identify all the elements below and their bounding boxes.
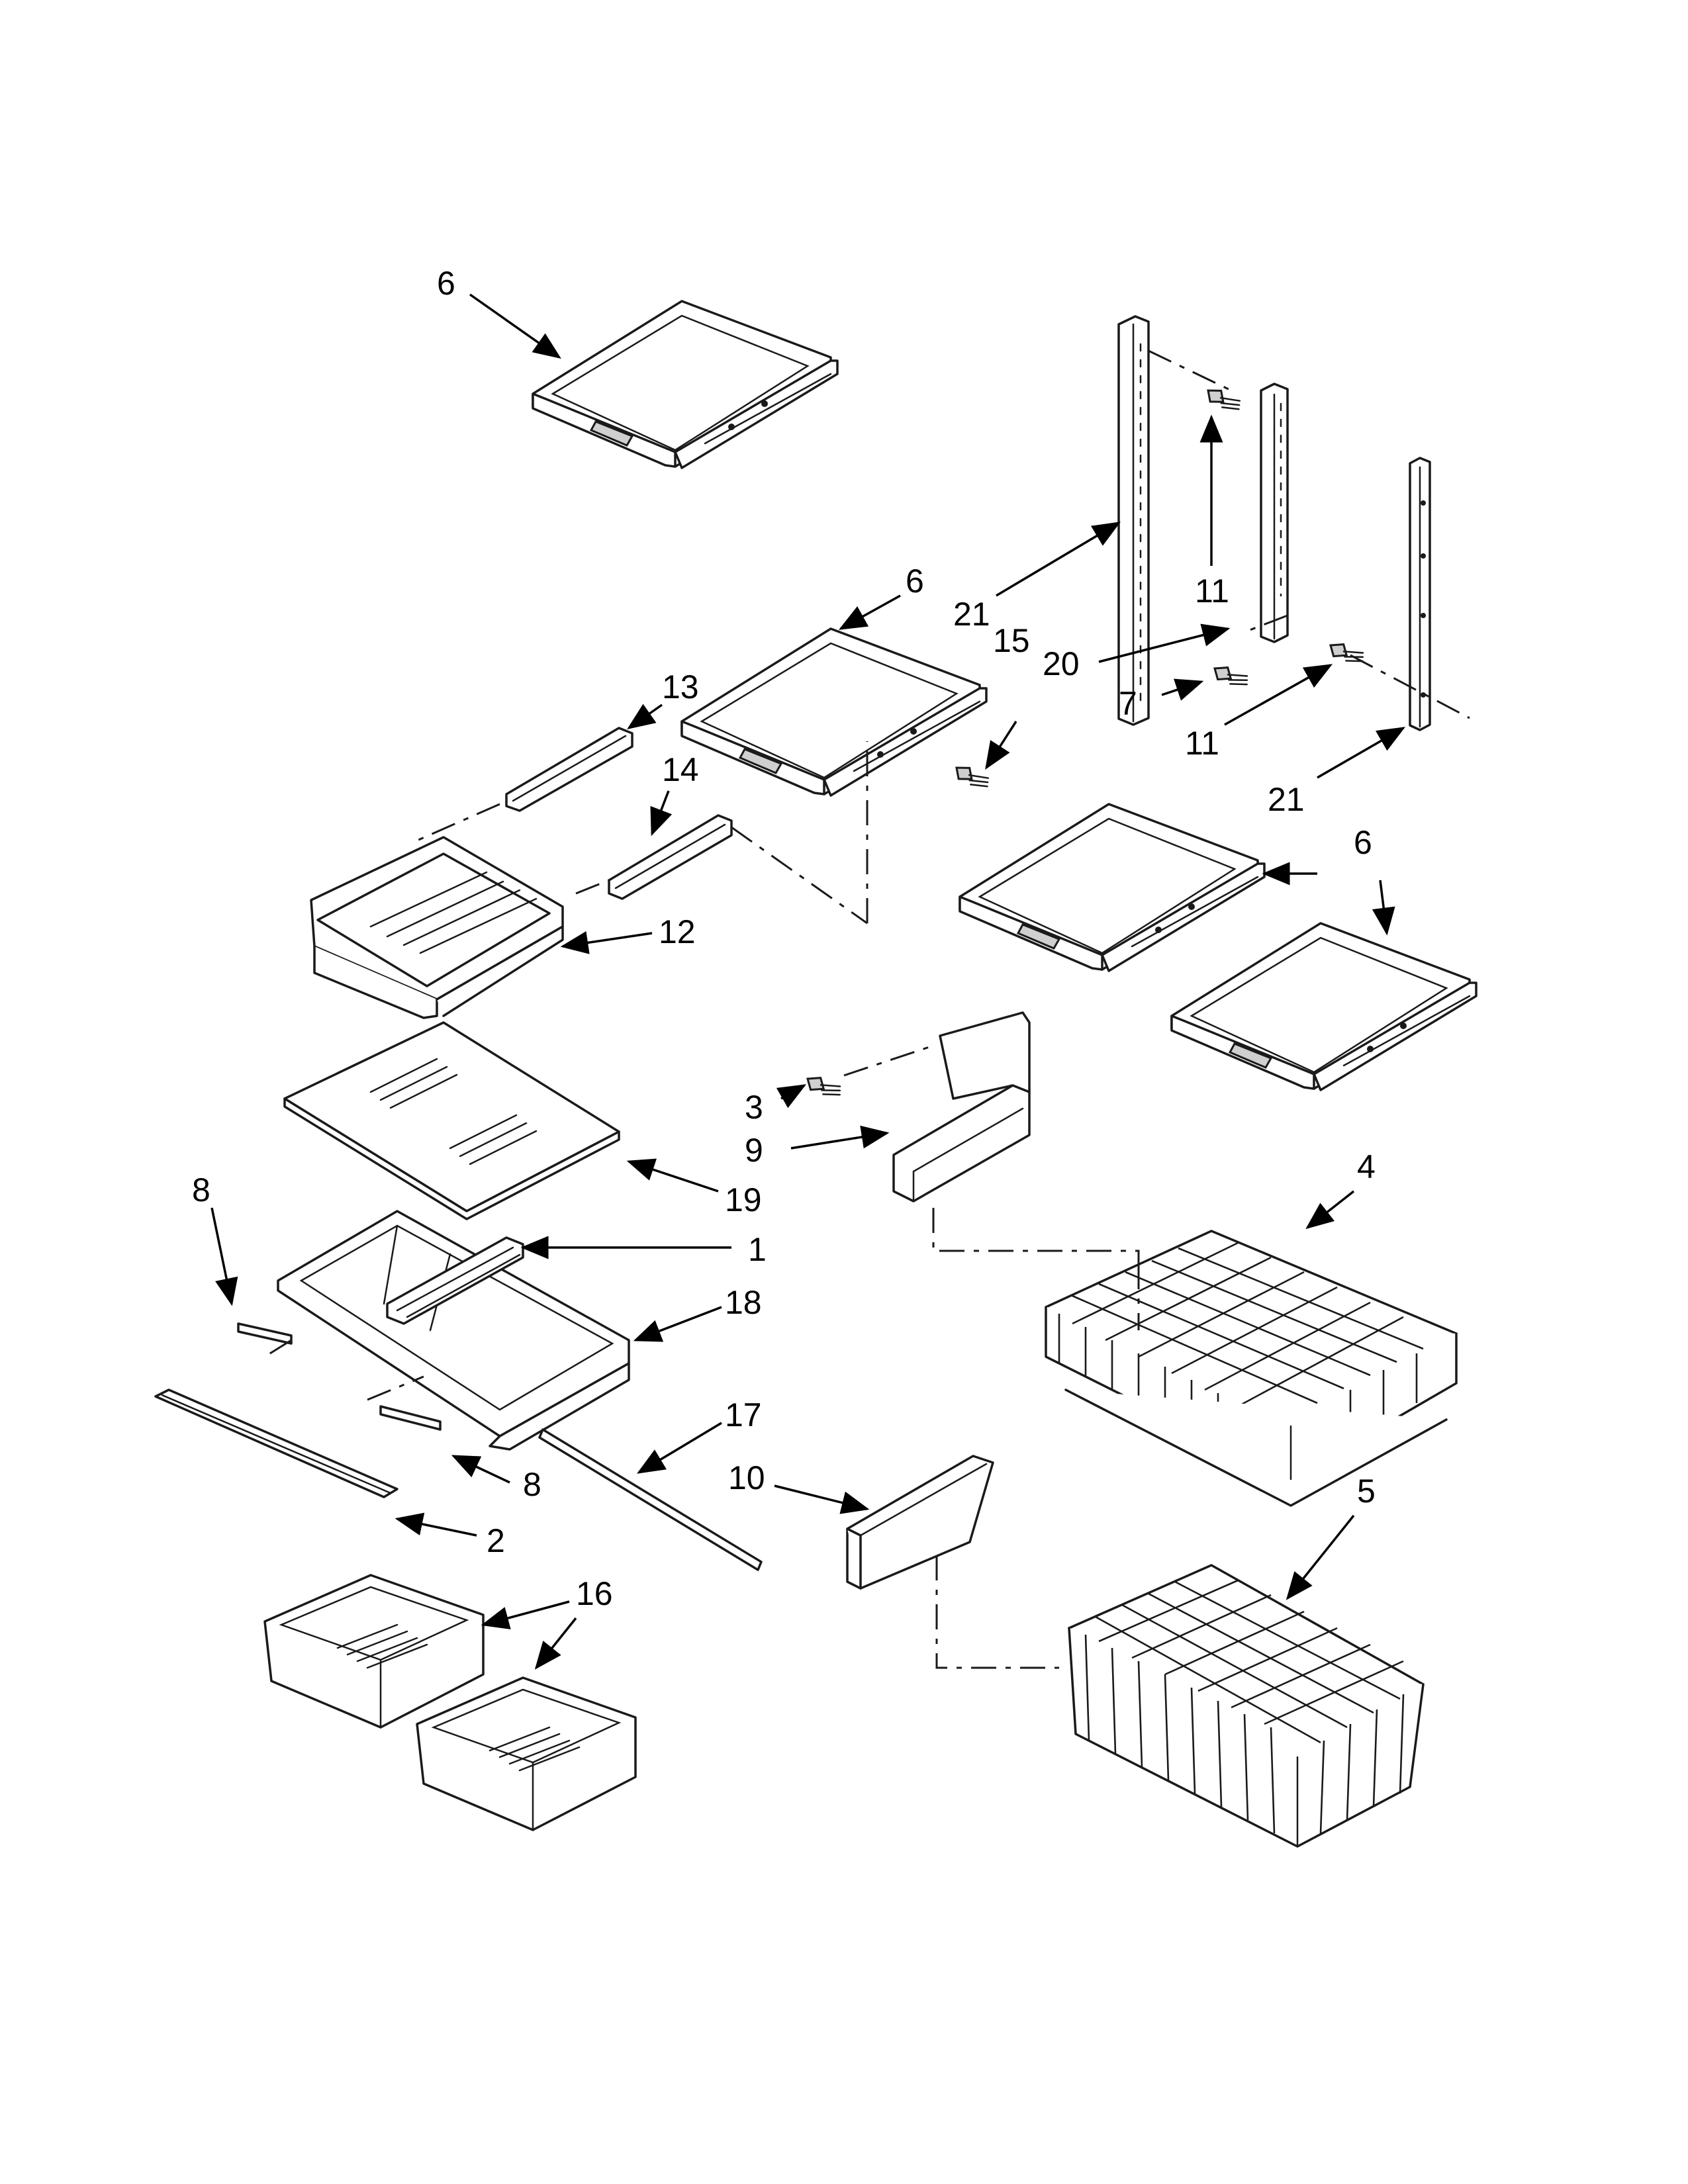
screw-part-15	[951, 762, 992, 793]
callout-10: 10	[728, 1459, 765, 1496]
frame-part-18	[277, 1210, 630, 1451]
callout-20: 20	[1043, 645, 1080, 682]
callout-21-right: 21	[1268, 781, 1305, 818]
callout-5: 5	[1357, 1473, 1376, 1510]
shelf-part-6-right-upper	[959, 803, 1266, 972]
trim-part-2	[154, 1388, 399, 1498]
callout-14: 14	[662, 751, 699, 788]
screw-part-3	[803, 1072, 844, 1101]
shelf-part-6-top	[532, 300, 839, 469]
divider-part-10	[846, 1455, 994, 1590]
drawer-part-12	[310, 836, 564, 1019]
callout-2: 2	[487, 1522, 505, 1559]
callout-11-upper: 11	[1195, 572, 1229, 610]
slide-part-14	[608, 814, 733, 900]
bin-part-16-right	[416, 1676, 637, 1831]
screw-part-11-upper	[1203, 385, 1244, 416]
callout-6-middle: 6	[906, 563, 924, 600]
callout-4: 4	[1357, 1148, 1376, 1185]
rail-part-21-right	[1409, 457, 1431, 731]
callout-12: 12	[659, 913, 696, 950]
stop-part-8-left	[237, 1322, 293, 1345]
callout-18: 18	[725, 1284, 762, 1321]
callout-21-left: 21	[953, 596, 990, 633]
callout-16: 16	[576, 1575, 613, 1612]
screw-part-11-lower	[1326, 639, 1367, 668]
shelf-part-6-right-lower	[1170, 922, 1477, 1091]
callout-11-lower: 11	[1185, 725, 1219, 762]
glass-shelf-part-19	[283, 1021, 620, 1220]
rail-part-21-left	[1117, 315, 1150, 726]
basket-part-4	[1045, 1230, 1458, 1507]
callout-9: 9	[745, 1132, 763, 1169]
stop-part-8-right	[379, 1405, 442, 1431]
callout-8-right: 8	[523, 1466, 541, 1503]
callout-8-left: 8	[192, 1171, 211, 1208]
shelf-part-6-middle	[680, 627, 988, 797]
callout-15: 15	[993, 622, 1030, 659]
callout-6-top: 6	[437, 265, 455, 302]
basket-part-5	[1068, 1564, 1425, 1848]
bracket-part-9	[892, 1011, 1031, 1203]
callout-17: 17	[725, 1396, 762, 1433]
screw-part-7	[1210, 662, 1251, 691]
callout-19: 19	[725, 1181, 762, 1218]
callout-6-right-upper: 6	[1354, 824, 1372, 861]
bin-part-16-left	[263, 1574, 485, 1729]
rod-part-17	[538, 1428, 763, 1571]
callout-leaders	[211, 293, 1406, 1670]
callout-3: 3	[745, 1089, 763, 1126]
callout-1: 1	[748, 1231, 767, 1268]
slide-part-13	[505, 727, 633, 812]
callout-7: 7	[1119, 685, 1137, 722]
callout-13: 13	[662, 668, 699, 705]
rail-part-20	[1260, 383, 1289, 643]
